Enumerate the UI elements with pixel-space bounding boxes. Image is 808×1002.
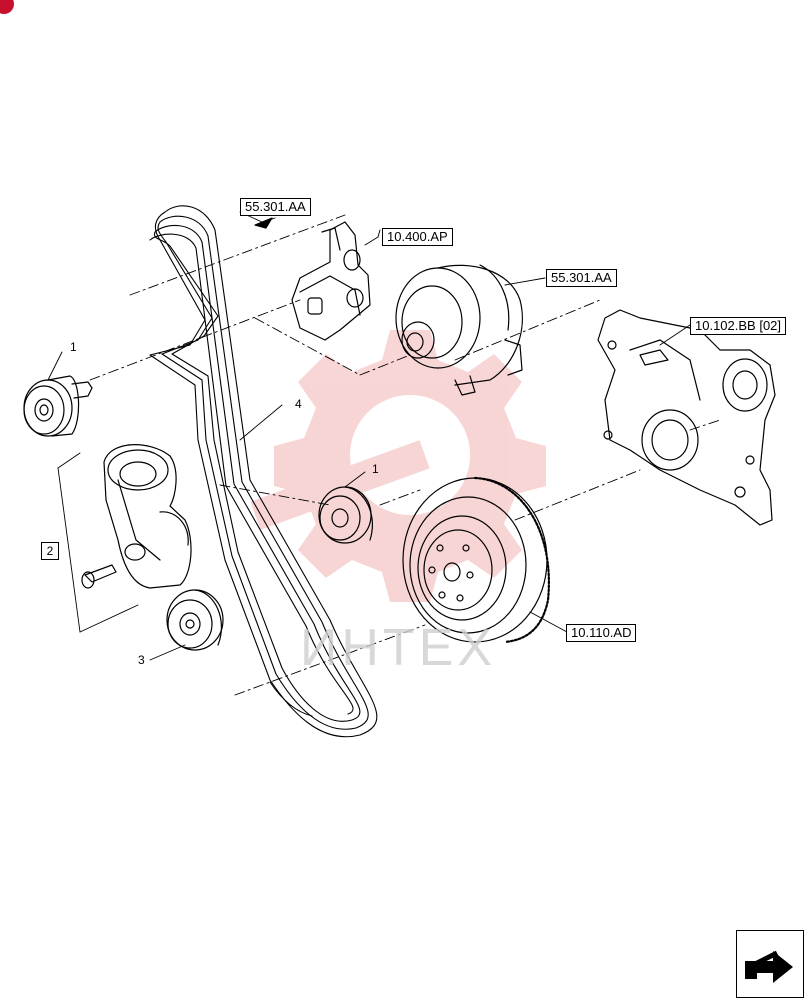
alignment-lines <box>89 214 721 696</box>
callout-4: 4 <box>295 397 302 411</box>
timing-cover <box>597 309 776 526</box>
idler-pulley-lower <box>166 589 224 651</box>
compressor-bracket <box>291 221 371 341</box>
ref-link-10-400-ap[interactable]: 10.400.AP <box>382 228 453 246</box>
callout-1-middle: 1 <box>372 462 379 476</box>
ref-link-10-102-bb[interactable]: 10.102.BB [02] <box>690 317 787 335</box>
watermark-gear-icon <box>250 330 546 602</box>
leader-lines <box>47 211 691 661</box>
direction-arrow-icon <box>254 217 273 229</box>
next-page-button[interactable] <box>736 930 804 998</box>
callout-3: 3 <box>138 653 145 667</box>
arrow-next-icon <box>745 950 793 983</box>
ref-link-55-301-aa-top[interactable]: 55.301.AA <box>240 198 311 216</box>
idler-pulley-upper <box>23 375 93 437</box>
corner-badge-icon <box>0 0 14 14</box>
ref-link-10-110-ad[interactable]: 10.110.AD <box>566 624 637 642</box>
callout-2: 2 <box>41 542 59 560</box>
callout-1-upper: 1 <box>70 340 77 354</box>
ref-link-55-301-aa[interactable]: 55.301.AA <box>546 269 617 287</box>
serpentine-belt <box>149 205 378 738</box>
alternator <box>395 264 523 396</box>
watermark-text: ИНТЕХ <box>300 619 497 677</box>
crankshaft-pulley <box>402 476 550 644</box>
belt-tensioner <box>81 444 192 589</box>
